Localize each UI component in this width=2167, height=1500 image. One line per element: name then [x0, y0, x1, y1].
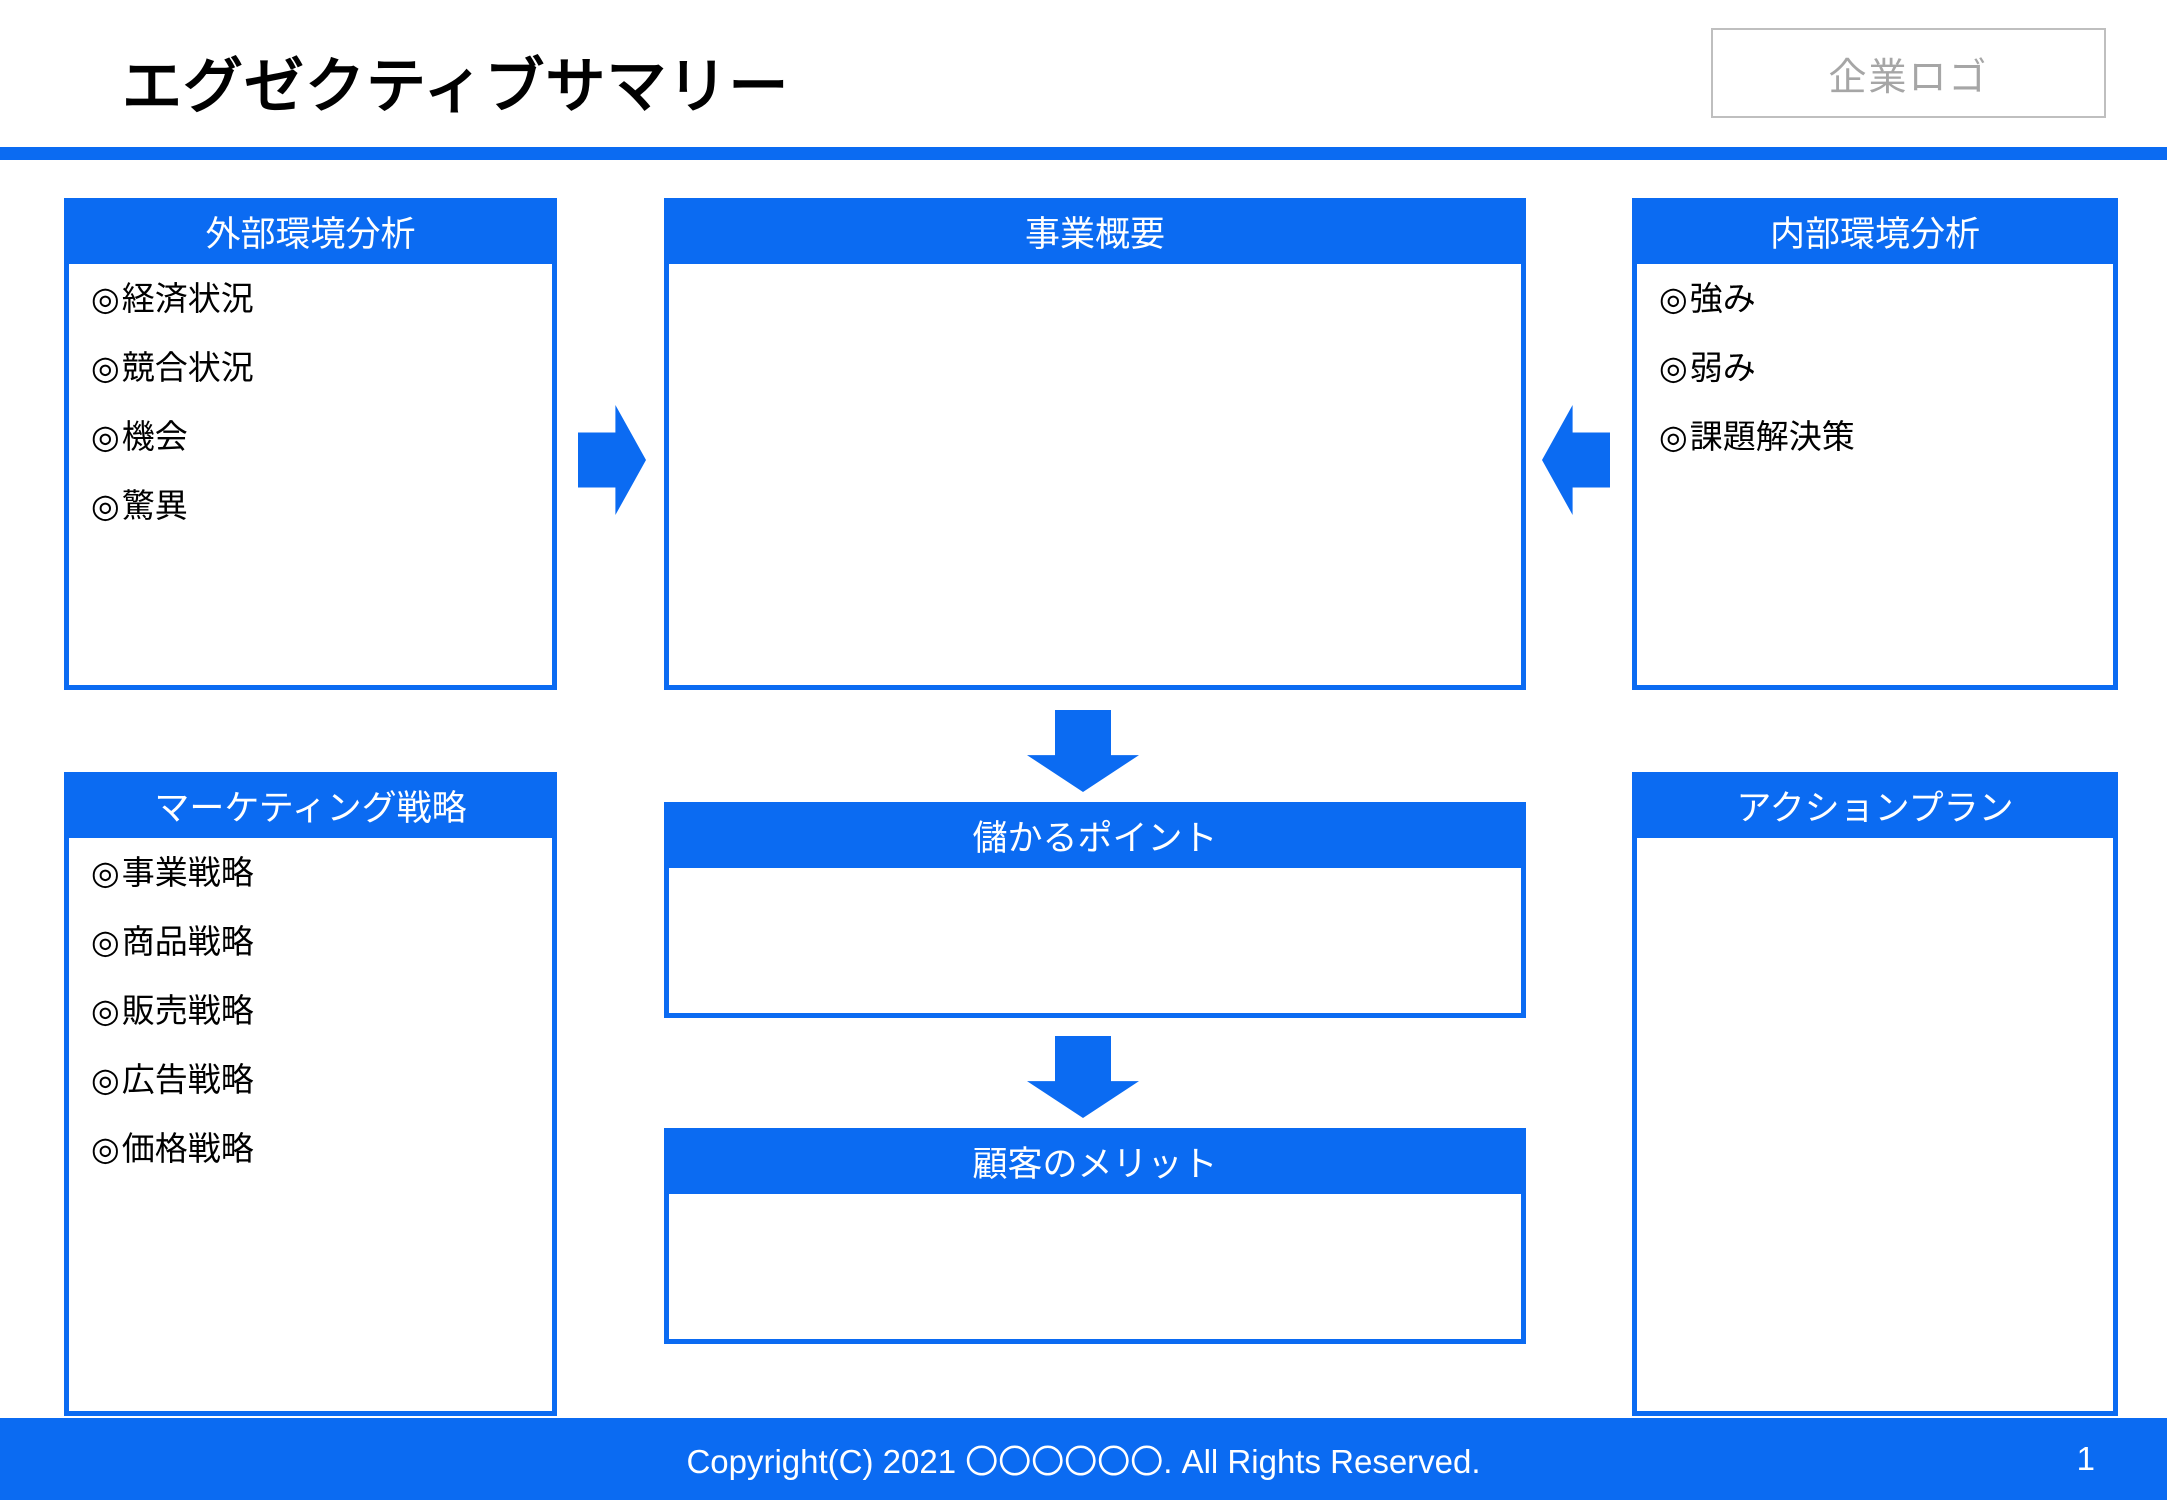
panel-profit-points-body — [664, 868, 1526, 1018]
list-item-label: 課題解決策 — [1689, 418, 1855, 455]
list-item-label: 販売戦略 — [121, 992, 254, 1029]
panel-business-overview-body — [664, 264, 1526, 690]
page-title: エグゼクティブサマリー — [122, 53, 790, 120]
page-number: 1 — [2076, 1440, 2095, 1477]
panel-profit-points-title: 儲かるポイント — [664, 802, 1526, 868]
header-divider — [0, 147, 2167, 160]
list-item-label: 弱み — [1689, 349, 1756, 386]
list-item: ◎機会 — [91, 420, 552, 453]
bullet-mark-icon: ◎ — [1659, 349, 1688, 386]
company-logo-placeholder: 企業ロゴ — [1711, 28, 2106, 118]
bullet-mark-icon: ◎ — [91, 349, 120, 386]
panel-customer-benefits: 顧客のメリット — [664, 1128, 1526, 1344]
panel-internal-analysis-body: ◎強み ◎弱み ◎課題解決策 — [1632, 264, 2118, 690]
panel-action-plan-title: アクションプラン — [1632, 772, 2118, 838]
list-item-label: 機会 — [121, 418, 188, 455]
list-item: ◎事業戦略 — [91, 856, 552, 889]
panel-internal-analysis-title: 内部環境分析 — [1632, 198, 2118, 264]
list-item: ◎競合状況 — [91, 351, 552, 384]
list-item: ◎広告戦略 — [91, 1063, 552, 1096]
panel-customer-benefits-body — [664, 1194, 1526, 1344]
list-item-label: 広告戦略 — [121, 1061, 254, 1098]
list-item: ◎驚異 — [91, 489, 552, 522]
panel-marketing-strategy-body: ◎事業戦略 ◎商品戦略 ◎販売戦略 ◎広告戦略 ◎価格戦略 — [64, 838, 557, 1416]
arrow-down-icon — [1027, 1036, 1139, 1118]
bullet-mark-icon: ◎ — [91, 1130, 120, 1167]
slide-header: エグゼクティブサマリー 企業ロゴ — [0, 0, 2167, 147]
arrow-down-icon — [1027, 710, 1139, 792]
list-item: ◎弱み — [1659, 351, 2113, 384]
bullet-mark-icon: ◎ — [91, 487, 120, 524]
list-item: ◎商品戦略 — [91, 925, 552, 958]
list-item: ◎価格戦略 — [91, 1132, 552, 1165]
copyright-text: Copyright(C) 2021 〇〇〇〇〇〇. All Rights Res… — [686, 1443, 1481, 1480]
panel-internal-analysis: 内部環境分析 ◎強み ◎弱み ◎課題解決策 — [1632, 198, 2118, 690]
bullet-mark-icon: ◎ — [91, 1061, 120, 1098]
list-item-label: 経済状況 — [121, 280, 254, 317]
bullet-mark-icon: ◎ — [91, 854, 120, 891]
bullet-mark-icon: ◎ — [91, 280, 120, 317]
panel-external-analysis: 外部環境分析 ◎経済状況 ◎競合状況 ◎機会 ◎驚異 — [64, 198, 557, 690]
panel-business-overview: 事業概要 — [664, 198, 1526, 690]
marketing-strategy-list: ◎事業戦略 ◎商品戦略 ◎販売戦略 ◎広告戦略 ◎価格戦略 — [69, 838, 552, 1165]
panel-external-analysis-body: ◎経済状況 ◎競合状況 ◎機会 ◎驚異 — [64, 264, 557, 690]
panel-profit-points: 儲かるポイント — [664, 802, 1526, 1018]
panel-business-overview-title: 事業概要 — [664, 198, 1526, 264]
panel-marketing-strategy-title: マーケティング戦略 — [64, 772, 557, 838]
bullet-mark-icon: ◎ — [91, 923, 120, 960]
list-item-label: 強み — [1689, 280, 1756, 317]
internal-analysis-list: ◎強み ◎弱み ◎課題解決策 — [1637, 264, 2113, 453]
arrow-right-icon — [578, 405, 646, 515]
external-analysis-list: ◎経済状況 ◎競合状況 ◎機会 ◎驚異 — [69, 264, 552, 522]
panel-action-plan-body — [1632, 838, 2118, 1416]
list-item-label: 競合状況 — [121, 349, 254, 386]
panel-external-analysis-title: 外部環境分析 — [64, 198, 557, 264]
list-item: ◎販売戦略 — [91, 994, 552, 1027]
bullet-mark-icon: ◎ — [91, 418, 120, 455]
panel-customer-benefits-title: 顧客のメリット — [664, 1128, 1526, 1194]
list-item-label: 事業戦略 — [121, 854, 254, 891]
bullet-mark-icon: ◎ — [1659, 280, 1688, 317]
list-item: ◎経済状況 — [91, 282, 552, 315]
panel-action-plan: アクションプラン — [1632, 772, 2118, 1416]
list-item: ◎課題解決策 — [1659, 420, 2113, 453]
list-item-label: 価格戦略 — [121, 1130, 254, 1167]
bullet-mark-icon: ◎ — [91, 992, 120, 1029]
list-item-label: 驚異 — [121, 487, 188, 524]
panel-marketing-strategy: マーケティング戦略 ◎事業戦略 ◎商品戦略 ◎販売戦略 ◎広告戦略 ◎価格戦略 — [64, 772, 557, 1416]
list-item-label: 商品戦略 — [121, 923, 254, 960]
arrow-left-icon — [1542, 405, 1610, 515]
list-item: ◎強み — [1659, 282, 2113, 315]
slide-footer: Copyright(C) 2021 〇〇〇〇〇〇. All Rights Res… — [0, 1418, 2167, 1500]
company-logo-label: 企業ロゴ — [1828, 56, 1989, 99]
bullet-mark-icon: ◎ — [1659, 418, 1688, 455]
